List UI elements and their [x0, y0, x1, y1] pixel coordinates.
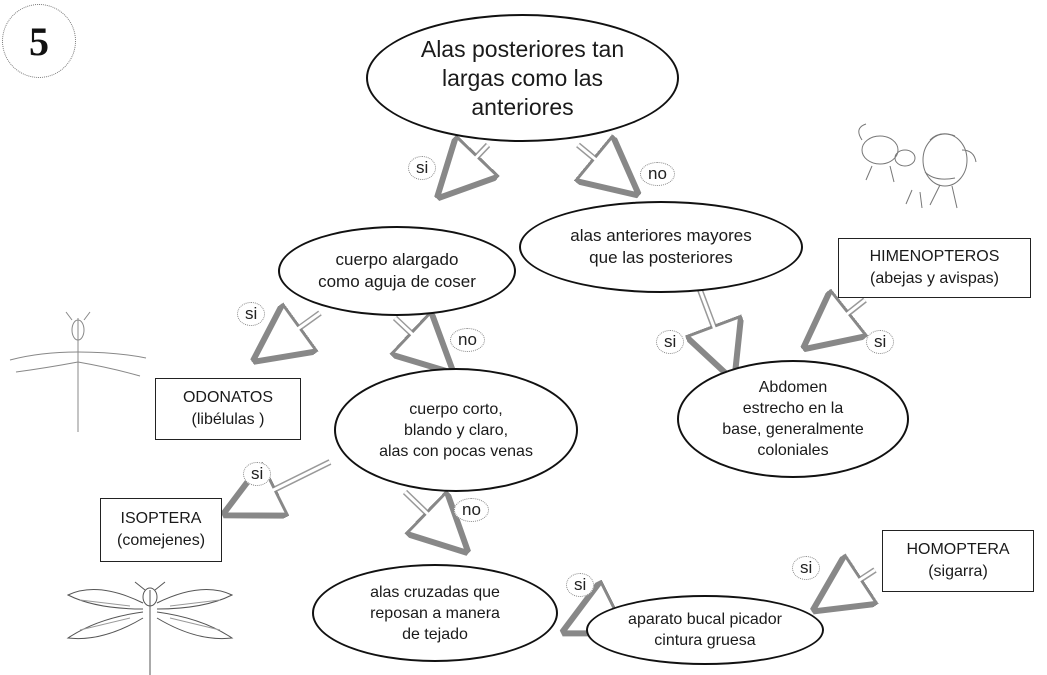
edge-label-si: si [566, 573, 595, 597]
node-alas-cruzadas: alas cruzadas que reposan a manera de te… [312, 564, 558, 662]
result-isoptera: ISOPTERA (comejenes) [100, 498, 222, 562]
edge-label-si: si [243, 462, 272, 486]
node-alas-posteriores-largas: Alas posteriores tan largas como las ant… [366, 14, 679, 142]
node-aparato-bucal: aparato bucal picador cintura gruesa [586, 595, 824, 665]
node-abdomen-estrecho: Abdomen estrecho en la base, generalment… [677, 360, 909, 478]
termite-illustration [66, 581, 234, 675]
bee-and-wasp-illustration [858, 123, 977, 209]
edge-label-si: si [656, 330, 685, 354]
edge-label-no: no [454, 498, 489, 522]
result-himenopteros: HIMENOPTEROS (abejas y avispas) [838, 238, 1031, 298]
dragonfly-sketch-illustration [9, 311, 147, 432]
diagram-number-badge: 5 [2, 4, 76, 78]
node-cuerpo-alargado: cuerpo alargado como aguja de coser [278, 226, 516, 316]
edge-label-no: no [640, 162, 675, 186]
result-odonatos: ODONATOS (libélulas ) [155, 378, 301, 440]
result-homoptera: HOMOPTERA (sigarra) [882, 530, 1034, 592]
edge-label-no: no [450, 328, 485, 352]
node-alas-anteriores-mayores: alas anteriores mayores que las posterio… [519, 201, 803, 293]
node-cuerpo-corto: cuerpo corto, blando y claro, alas con p… [334, 368, 578, 492]
edge-label-si: si [792, 556, 821, 580]
edge-label-si: si [237, 302, 266, 326]
edge-label-si: si [866, 330, 895, 354]
edge-label-si: si [408, 156, 437, 180]
